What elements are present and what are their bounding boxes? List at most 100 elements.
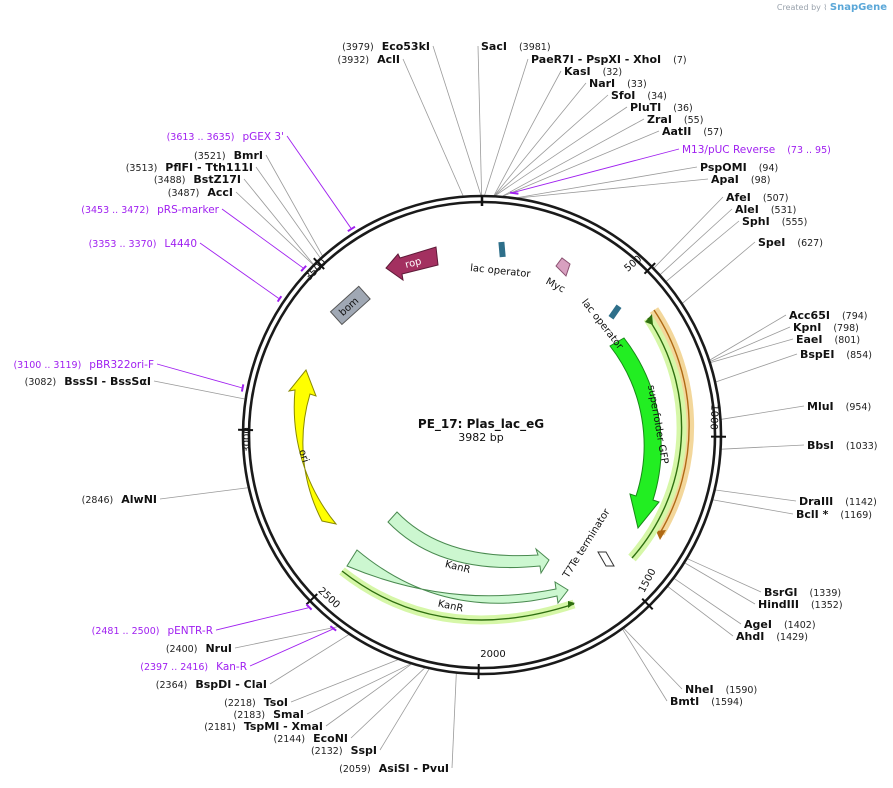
primer-name: pENTR-R — [167, 625, 213, 637]
site-position: (34) — [647, 91, 667, 102]
site-position: (98) — [751, 175, 771, 186]
primer-range: (2397 .. 2416) — [140, 662, 208, 673]
site-name: Acc65I — [789, 309, 830, 322]
site-label: SpeI (627) — [758, 236, 823, 249]
site-leader-line — [666, 220, 740, 282]
tick-label-1000: 1000 — [708, 404, 720, 430]
site-name: MluI — [807, 400, 834, 413]
site-name: ApaI — [711, 173, 739, 186]
site-label: DraIII(1142) — [799, 495, 877, 508]
site-position: (55) — [684, 115, 704, 126]
site-leader-line — [269, 634, 349, 685]
site-position: (1169) — [840, 510, 872, 521]
site-label: NheI(1590) — [685, 683, 757, 696]
site-name: ZraI — [647, 113, 672, 126]
primer-mark — [305, 603, 313, 611]
site-leader-line — [712, 499, 794, 515]
myc-label: Myc — [544, 276, 567, 295]
site-leader-line — [432, 45, 482, 196]
site-leader-line — [451, 673, 457, 769]
site-label: BmrI(3521) — [194, 149, 263, 162]
tick-mark-3500 — [313, 257, 325, 270]
site-name: BsrGI — [764, 586, 797, 599]
primer-mark — [276, 295, 283, 303]
site-leader-lines — [153, 45, 805, 769]
site-position: (1429) — [776, 632, 808, 643]
site-name: BspDI - ClaI — [195, 678, 267, 691]
site-leader-line — [243, 178, 314, 265]
kanr-outer-track-line — [341, 570, 575, 621]
primer-range: (3353 .. 3370) — [89, 239, 157, 250]
site-leader-line — [235, 191, 314, 265]
lac-operator-2-label: lac operator — [579, 297, 626, 352]
site-leader-line — [518, 178, 709, 199]
primer-mark — [329, 625, 337, 632]
lac-operator-1-label: lac operator — [470, 263, 532, 280]
kanr-outer-arrow — [346, 549, 569, 605]
site-label: AatII(57) — [662, 125, 723, 138]
site-label: AclI(3932) — [338, 53, 401, 66]
site-name: AlwNI — [121, 493, 157, 506]
tick-label-3000: 3000 — [242, 427, 253, 452]
primer-name: L4440 — [164, 238, 197, 250]
site-leader-line — [350, 667, 425, 739]
site-position: (3979) — [342, 42, 374, 53]
site-position: (2400) — [166, 644, 198, 655]
site-leader-line — [709, 314, 787, 361]
site-name: BssSI - BssSαI — [64, 375, 151, 388]
site-position: (627) — [797, 238, 823, 249]
site-name: NheI — [685, 683, 714, 696]
site-position: (1352) — [811, 600, 843, 611]
rop-feature-arrow — [385, 246, 439, 282]
site-label: BbsI(1033) — [807, 439, 878, 452]
site-leader-line — [325, 663, 412, 727]
primer-leader-line — [156, 363, 242, 389]
site-leader-line — [159, 487, 248, 500]
snapgene-credit: Created by ⌇ SnapGene — [777, 2, 887, 13]
site-label: BclI *(1169) — [796, 508, 872, 521]
site-name: TsoI — [264, 696, 288, 709]
site-name: DraIII — [799, 495, 833, 508]
site-leader-line — [495, 106, 628, 196]
plasmid-name: PE_17: Plas_lac_eG — [418, 417, 544, 432]
site-label: SacI(3981) — [481, 40, 551, 53]
site-leader-line — [674, 578, 742, 625]
site-leader-line — [623, 628, 683, 690]
site-position: (1402) — [784, 620, 816, 631]
primer-mark — [509, 191, 519, 195]
site-name: SmaI — [273, 708, 304, 721]
site-name: AleI — [735, 203, 759, 216]
primer-label: pRS-marker(3453 .. 3472) — [81, 204, 219, 216]
primer-range: (2481 .. 2500) — [92, 626, 160, 637]
primer-range: (3613 .. 3635) — [167, 132, 235, 143]
site-label: BspDI - ClaI(2364) — [156, 678, 267, 691]
site-label: AsiSI - PvuI(2059) — [339, 762, 449, 775]
site-label: MluI(954) — [807, 400, 871, 413]
site-name: NruI — [205, 642, 232, 655]
site-name: SpeI — [758, 236, 785, 249]
site-leader-line — [715, 353, 798, 383]
site-name: AfeI — [726, 191, 751, 204]
tick-mark-1500 — [641, 597, 654, 611]
t7te-terminator-icon — [597, 551, 615, 567]
site-label: SphI(555) — [742, 215, 807, 228]
snapgene-logo-icon: ⌇ — [823, 3, 828, 12]
site-position: (798) — [833, 323, 859, 334]
site-name: AgeI — [744, 618, 772, 631]
kanr-outer-track-arrow — [568, 601, 575, 608]
tick-label-2000: 2000 — [480, 649, 505, 660]
tick-mark-500 — [643, 262, 656, 275]
site-name: TspMI - XmaI — [244, 720, 323, 733]
site-name: PluTI — [630, 101, 661, 114]
primer-mark — [347, 225, 356, 233]
site-name: SfoI — [611, 89, 635, 102]
kanr-outer-label: KanR — [437, 598, 465, 614]
lac-operator-1-block — [498, 241, 506, 258]
site-position: (2132) — [311, 746, 343, 757]
primer-leader-line — [199, 242, 279, 299]
site-leader-line — [265, 154, 323, 256]
primer-name: pBR322ori-F — [89, 359, 154, 371]
site-name: HindIII — [758, 598, 799, 611]
site-label: Acc65I(794) — [789, 309, 868, 322]
